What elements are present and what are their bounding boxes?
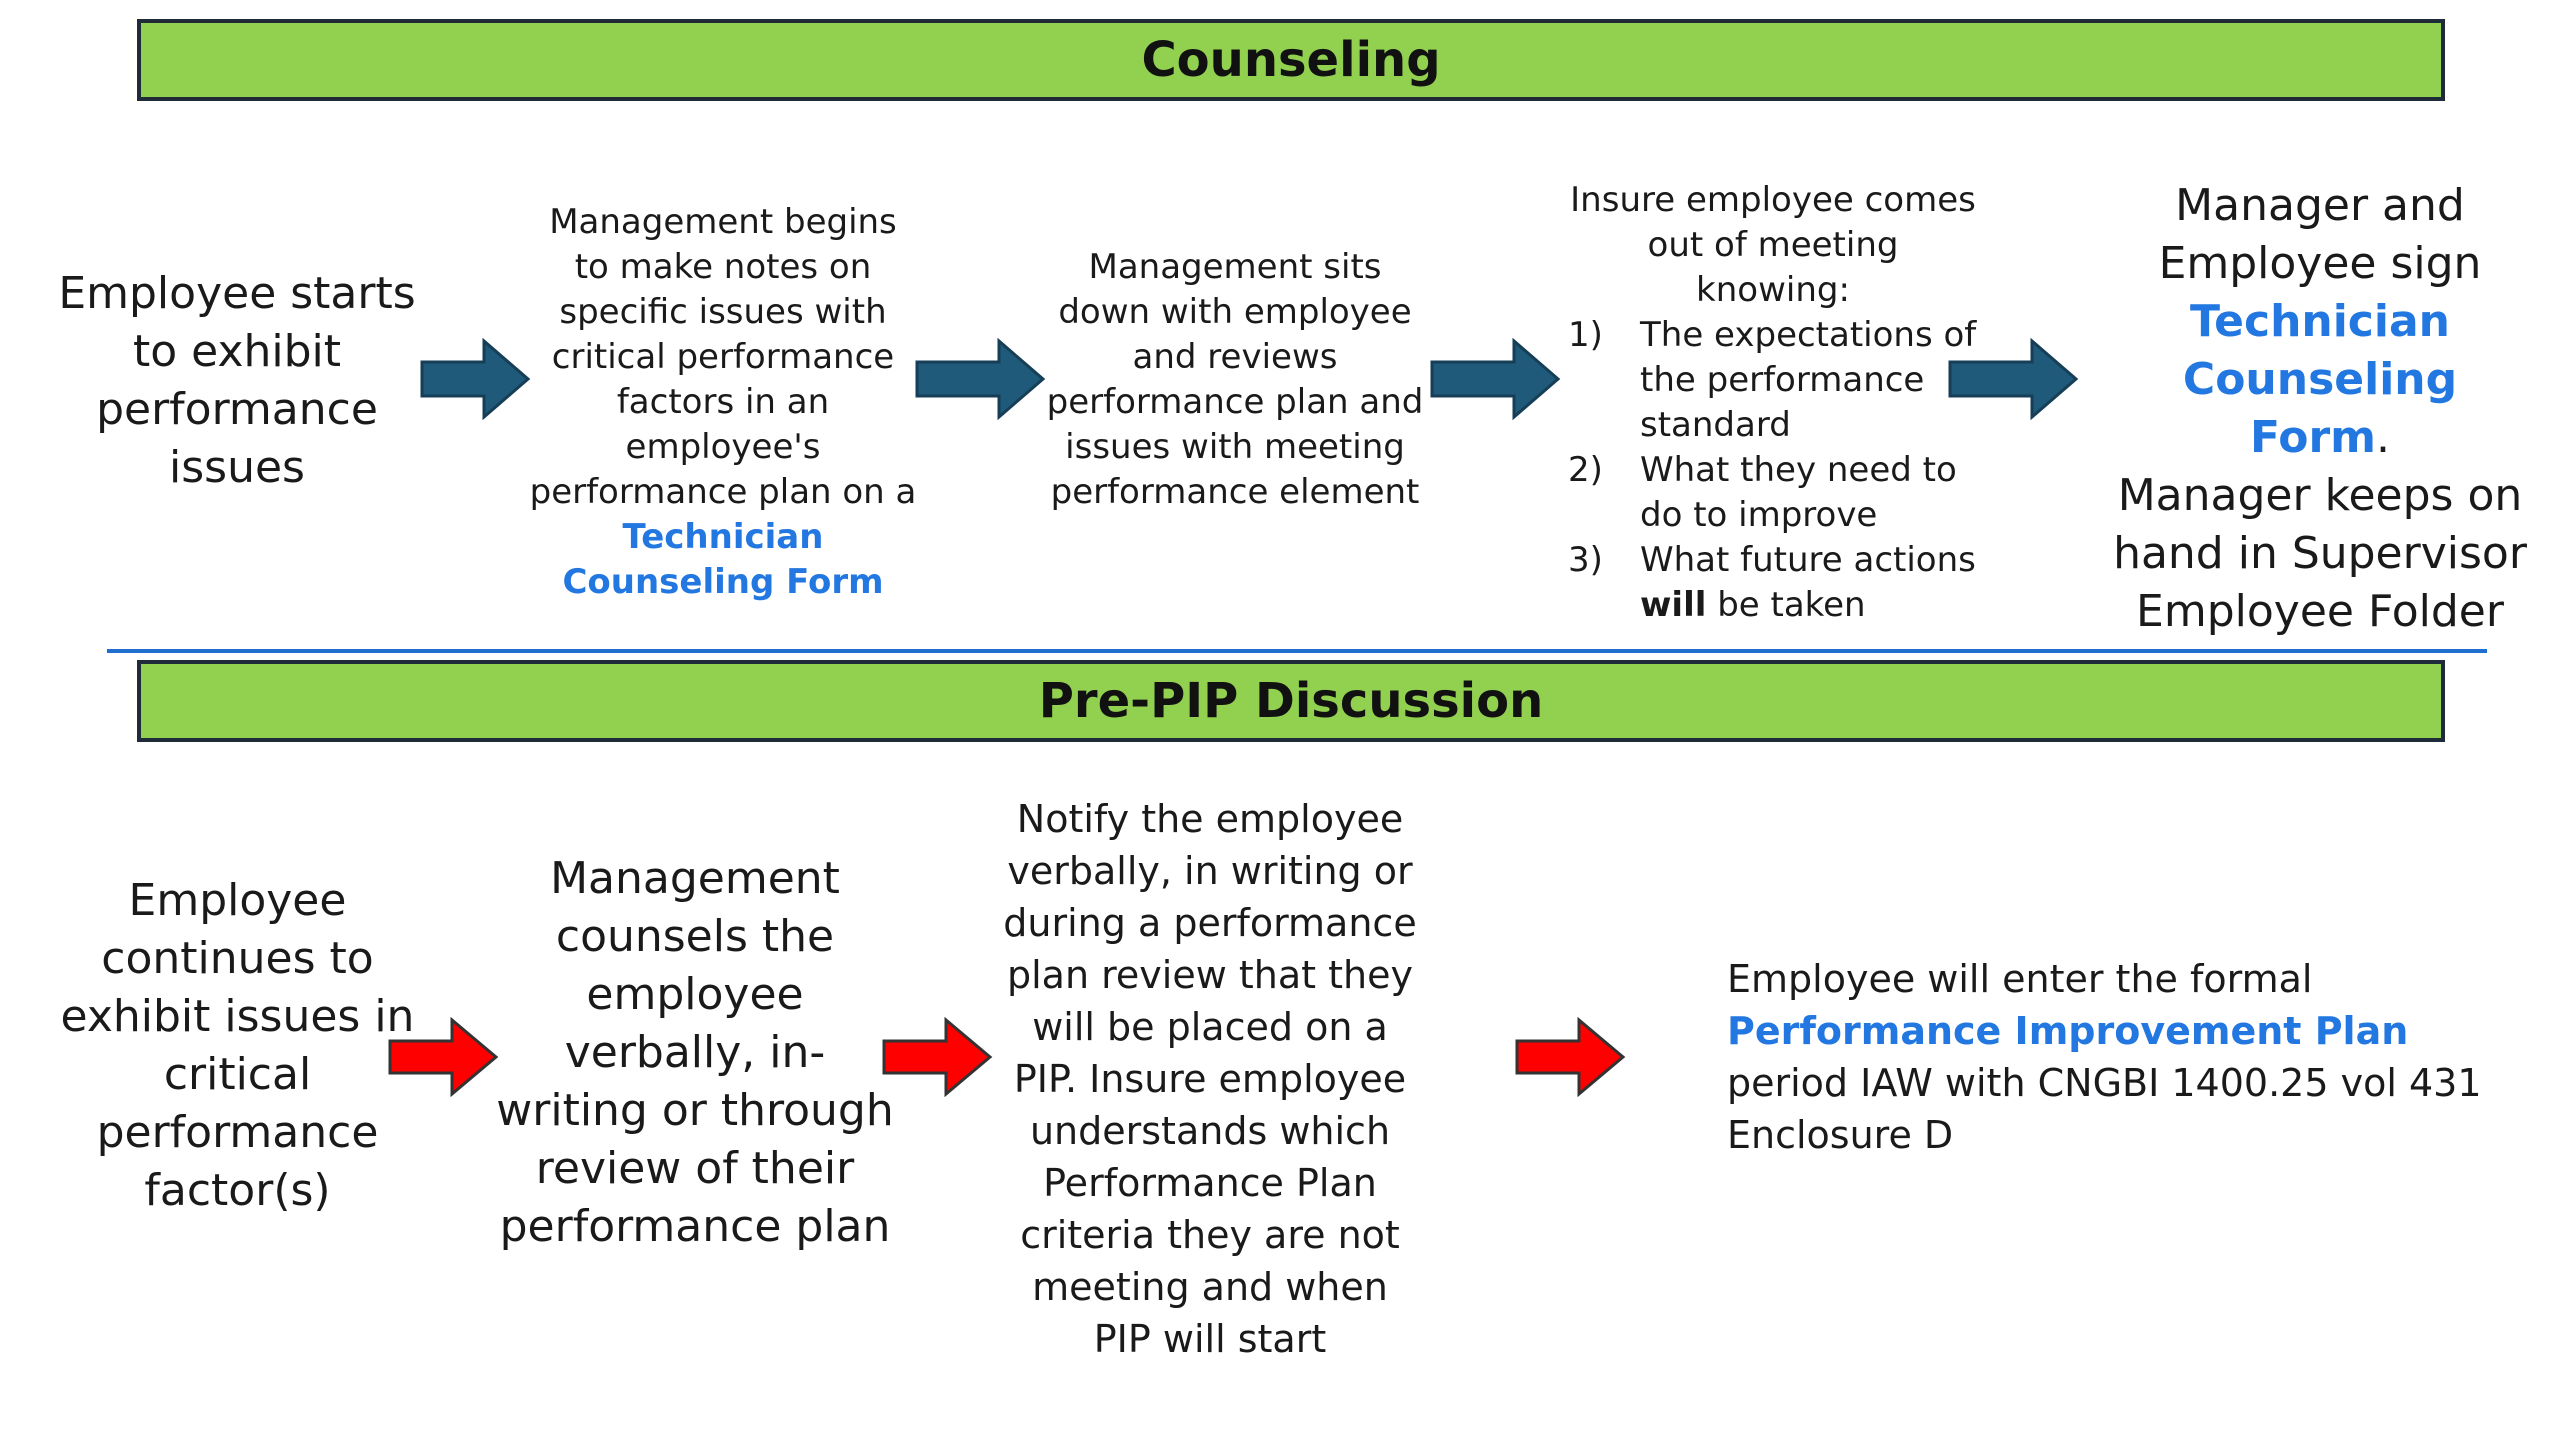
counseling-step-1-text: Employee starts to exhibit performance i… xyxy=(58,268,416,493)
performance-improvement-plan-link[interactable]: Performance Improvement Plan xyxy=(1727,1009,2409,1053)
counseling-step-5-pre: Manager and Employee sign xyxy=(2158,180,2482,289)
counseling-header: Counseling xyxy=(137,19,2445,101)
list-item-number: 2) xyxy=(1568,450,1603,490)
list-item-text: What they need to do to improve xyxy=(1640,450,1957,535)
list-item-text: The expectations of the performance stan… xyxy=(1640,315,1977,445)
list-item-text-post: be taken xyxy=(1717,585,1866,625)
section-divider xyxy=(107,649,2487,653)
counseling-step-2: Management begins to make notes on speci… xyxy=(528,200,918,605)
list-item: 2) What they need to do to improve xyxy=(1568,448,1978,538)
counseling-step-1: Employee starts to exhibit performance i… xyxy=(52,265,422,497)
pre-pip-step-2: Management counsels the employee verball… xyxy=(495,850,895,1256)
counseling-title: Counseling xyxy=(1141,32,1441,88)
pre-pip-step-3-text: Notify the employee verbally, in writing… xyxy=(1003,797,1417,1361)
technician-counseling-form-link[interactable]: Technician Counseling Form xyxy=(562,517,884,602)
list-item-text-pre: What future actions xyxy=(1640,540,1976,580)
counseling-step-5-post: Manager keeps on hand in Supervisor Empl… xyxy=(2113,470,2527,637)
pre-pip-title: Pre-PIP Discussion xyxy=(1038,673,1544,729)
pre-pip-header: Pre-PIP Discussion xyxy=(137,660,2445,742)
pre-pip-step-4: Employee will enter the formal Performan… xyxy=(1727,953,2487,1161)
counseling-step-3: Management sits down with employee and r… xyxy=(1040,245,1430,515)
list-item-text-bold: will xyxy=(1640,585,1707,625)
counseling-step-3-text: Management sits down with employee and r… xyxy=(1046,247,1424,512)
arrow-right-icon xyxy=(1948,338,2079,420)
arrow-right-icon xyxy=(882,1017,993,1097)
arrow-right-icon xyxy=(1515,1017,1626,1097)
counseling-step-5-period: . xyxy=(2376,412,2391,463)
list-item-number: 3) xyxy=(1568,540,1603,580)
list-item-text: What future actions will be taken xyxy=(1640,538,1978,628)
pre-pip-step-4-post: period IAW with CNGBI 1400.25 vol 431 En… xyxy=(1727,1061,2482,1157)
pre-pip-step-3: Notify the employee verbally, in writing… xyxy=(1000,793,1420,1365)
counseling-step-2-text: Management begins to make notes on speci… xyxy=(529,202,917,512)
counseling-step-4-intro: Insure employee comes out of meeting kno… xyxy=(1570,180,1976,310)
list-item: 1) The expectations of the performance s… xyxy=(1568,313,1978,448)
list-item-number: 1) xyxy=(1568,315,1603,355)
pre-pip-step-1: Employee continues to exhibit issues in … xyxy=(60,872,415,1220)
counseling-step-5: Manager and Employee sign Technician Cou… xyxy=(2110,177,2530,641)
pre-pip-step-1-text: Employee continues to exhibit issues in … xyxy=(60,875,415,1216)
pre-pip-step-4-pre: Employee will enter the formal xyxy=(1727,957,2313,1001)
arrow-right-icon xyxy=(1430,338,1561,420)
outcome-list: 1) The expectations of the performance s… xyxy=(1568,313,1978,628)
arrow-right-icon xyxy=(915,338,1046,420)
counseling-step-4: Insure employee comes out of meeting kno… xyxy=(1568,178,1978,628)
technician-counseling-form-link[interactable]: Technician Counseling Form xyxy=(2182,296,2458,463)
pre-pip-step-2-text: Management counsels the employee verball… xyxy=(496,853,894,1252)
list-item: 3) What future actions will be taken xyxy=(1568,538,1978,628)
arrow-right-icon xyxy=(420,338,531,420)
arrow-right-icon xyxy=(388,1017,499,1097)
